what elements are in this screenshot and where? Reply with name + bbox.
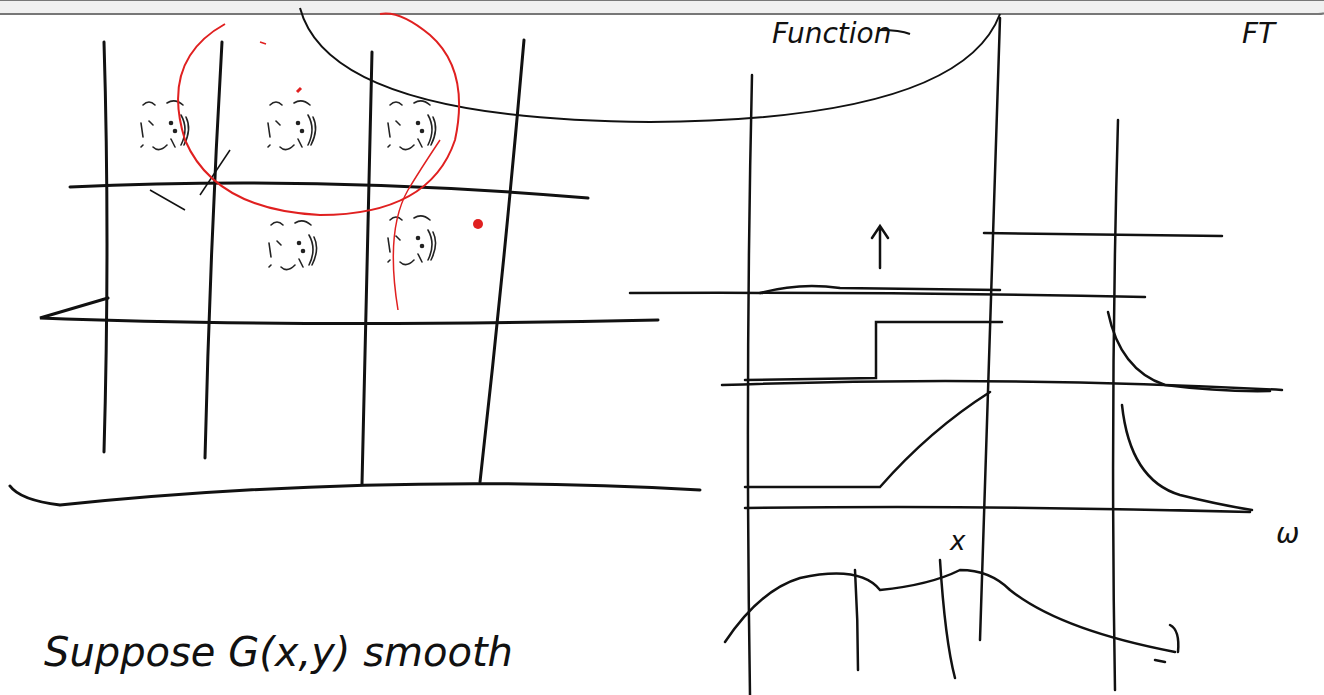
face-doodles: [141, 101, 436, 270]
note-text: Suppose G(x,y) smooth: [44, 632, 513, 672]
top-panel: [0, 0, 1324, 14]
plot-axes: [630, 18, 1282, 695]
red-dot: [473, 219, 483, 229]
heading-label: FT: [1242, 20, 1275, 48]
red-mark: [297, 88, 301, 92]
red-mark: [260, 42, 266, 44]
sketch-line: [150, 190, 185, 210]
grid-lines: [10, 40, 700, 505]
axis-label: x: [950, 528, 965, 554]
plot-curves: [725, 226, 1270, 678]
red-circle: [178, 13, 459, 215]
red-mark: [393, 140, 440, 310]
arc-stroke: [300, 8, 1000, 122]
axis-label: ω: [1276, 520, 1299, 548]
heading-label: Function: [772, 20, 892, 48]
